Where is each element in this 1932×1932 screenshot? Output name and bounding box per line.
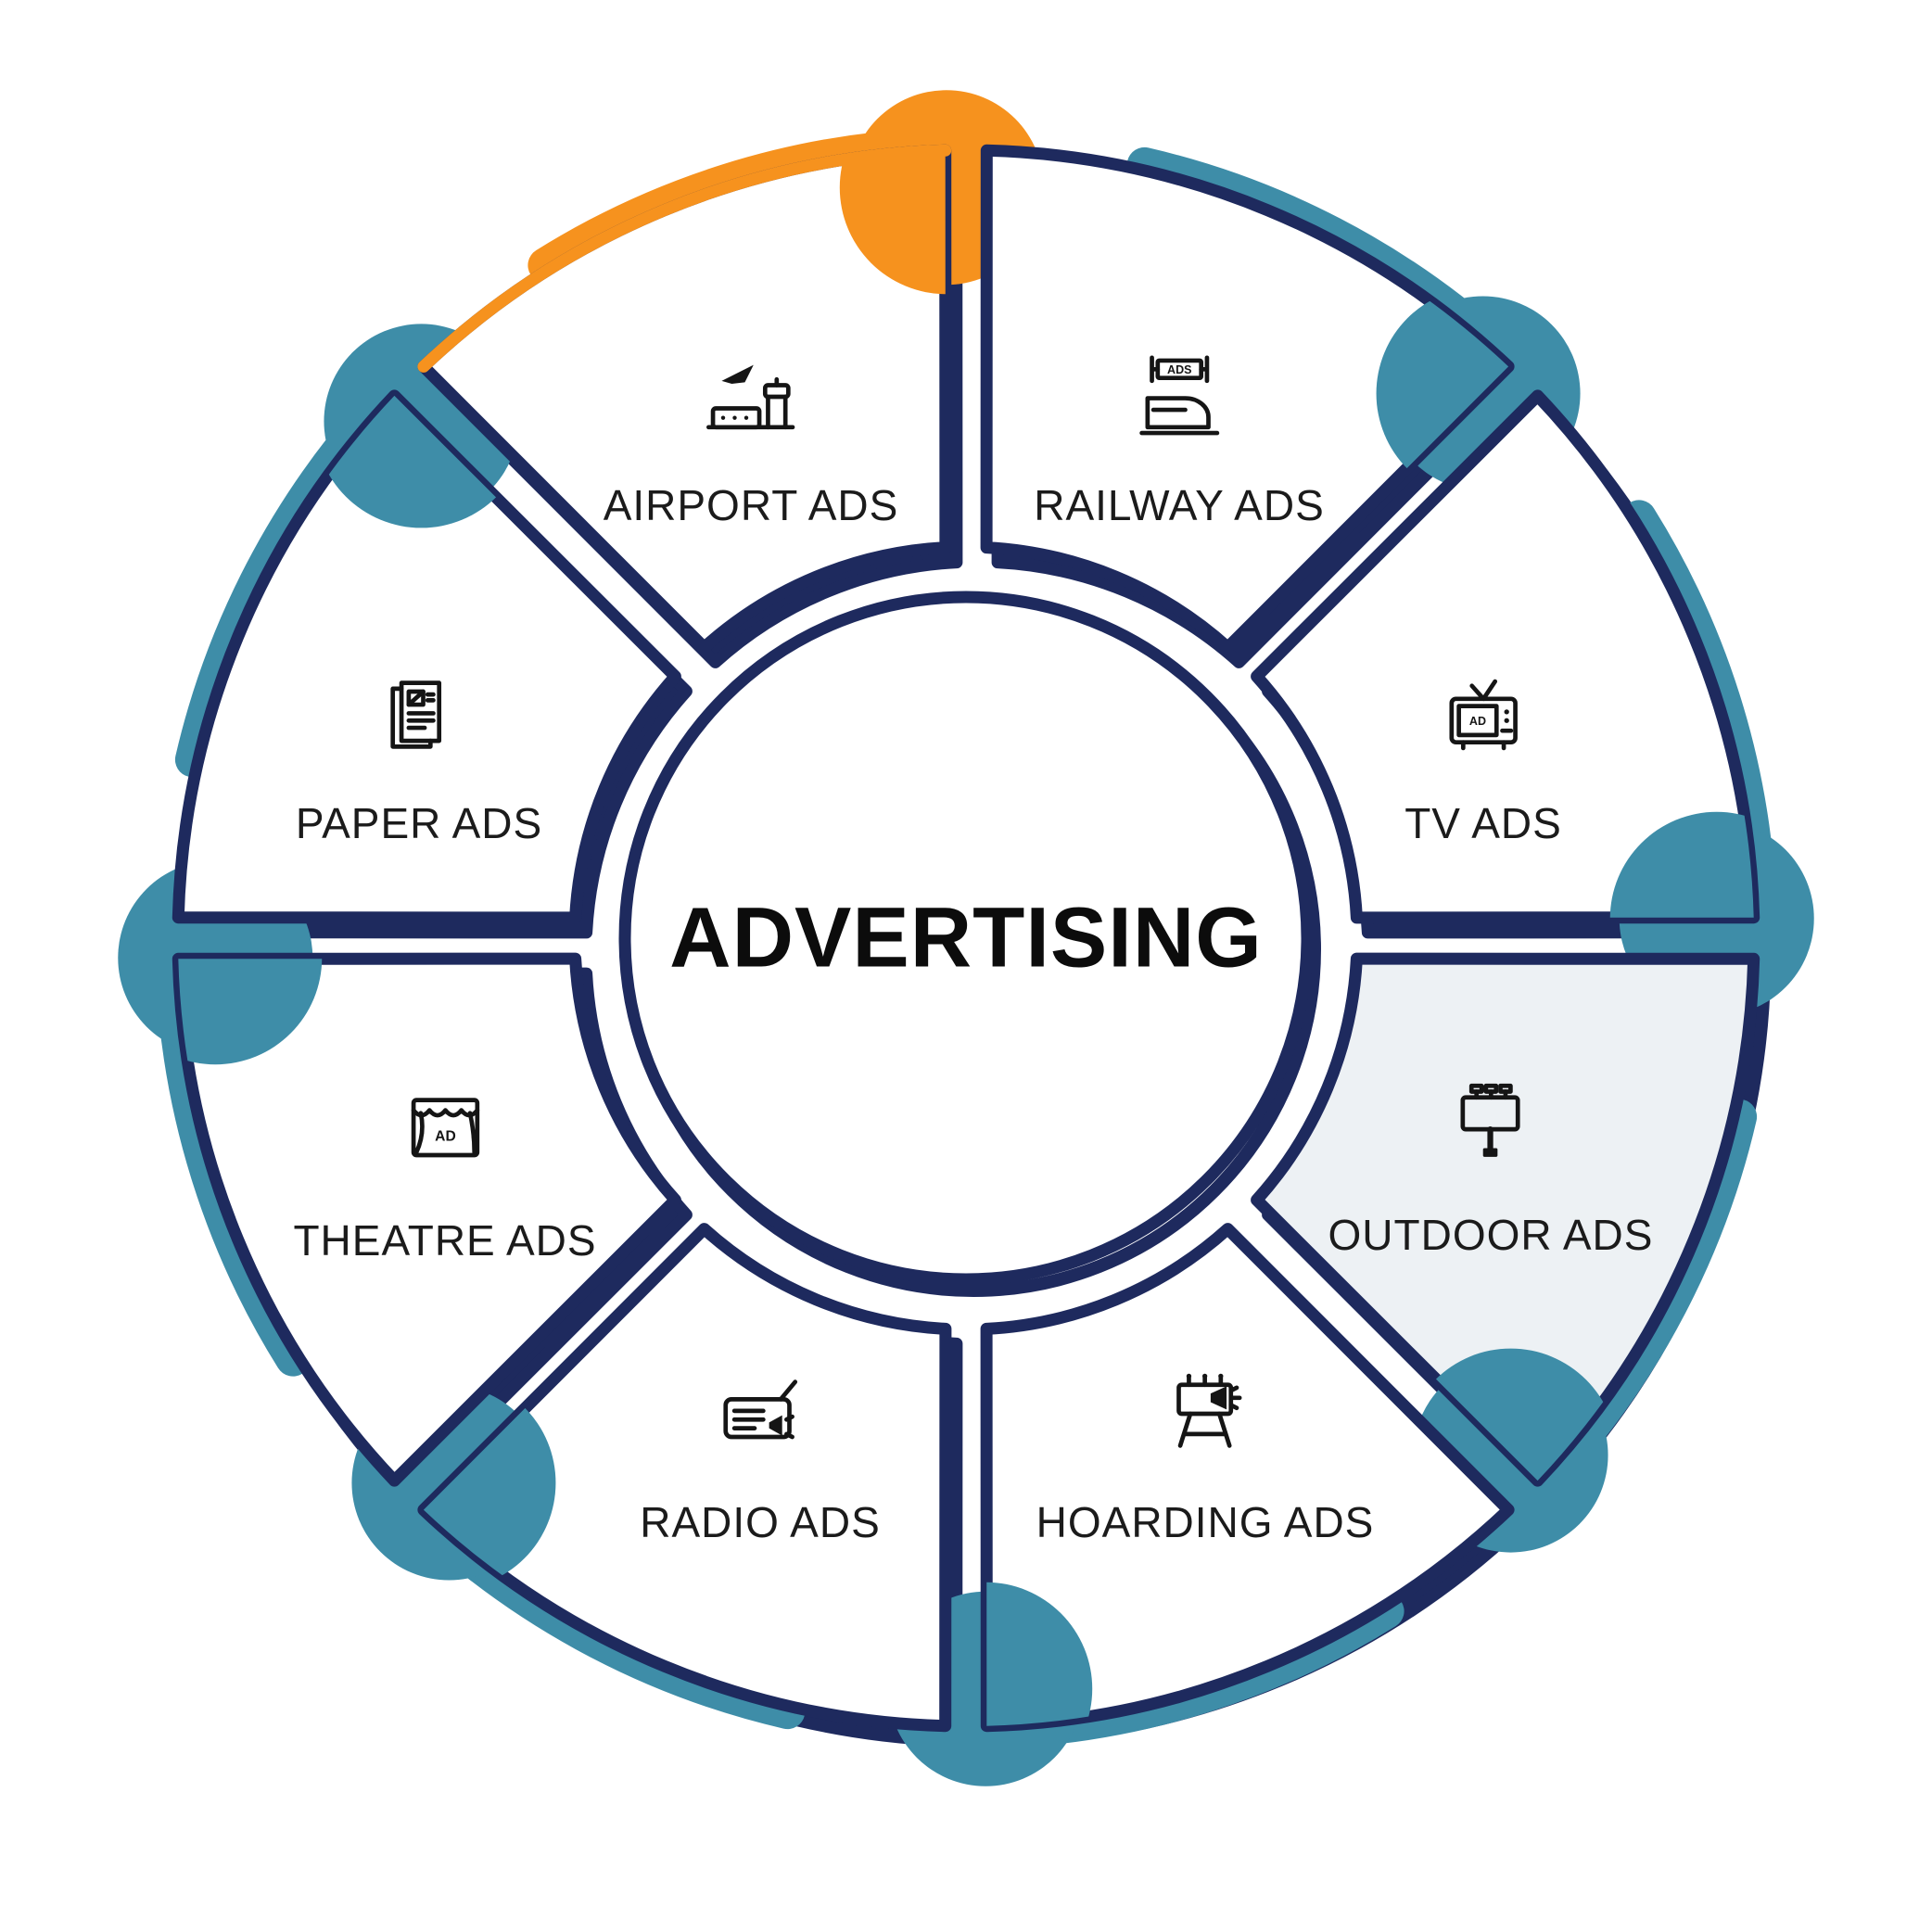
- segment-label: RADIO ADS: [640, 1498, 881, 1546]
- theatre-icon: AD: [399, 1086, 491, 1178]
- segment-outdoor-ads: OUTDOOR ADS: [1328, 1080, 1654, 1260]
- railway-icon: ADS: [1133, 350, 1226, 443]
- diagram-title: ADVERTISING: [669, 890, 1263, 985]
- segment-tv-ads: AD TV ADS: [1405, 668, 1562, 848]
- segment-label: HOARDING ADS: [1036, 1498, 1375, 1546]
- radio-icon: [714, 1367, 807, 1460]
- segment-theatre-ads: AD THEATRE ADS: [293, 1086, 596, 1265]
- airport-icon: [705, 350, 797, 443]
- svg-text:AD: AD: [435, 1128, 456, 1144]
- segment-label: THEATRE ADS: [293, 1216, 597, 1265]
- segment-paper-ads: PAPER ADS: [296, 668, 542, 848]
- svg-text:ADS: ADS: [1167, 363, 1191, 376]
- segment-hoarding-ads: HOARDING ADS: [1036, 1367, 1375, 1547]
- segment-railway-ads: ADS RAILWAY ADS: [1034, 350, 1325, 530]
- segment-label: RAILWAY ADS: [1034, 481, 1325, 529]
- paper-icon: [373, 668, 465, 761]
- segment-label: OUTDOOR ADS: [1328, 1211, 1654, 1259]
- segment-label: PAPER ADS: [295, 799, 543, 847]
- svg-text:AD: AD: [1469, 715, 1486, 728]
- outdoor-icon: [1444, 1080, 1537, 1173]
- segment-radio-ads: RADIO ADS: [640, 1367, 881, 1547]
- tv-icon: AD: [1437, 668, 1530, 761]
- segment-label: TV ADS: [1405, 799, 1562, 847]
- hoarding-icon: [1159, 1367, 1252, 1460]
- segment-airport-ads: AIRPORT ADS: [604, 350, 899, 530]
- segment-label: AIRPORT ADS: [603, 481, 899, 529]
